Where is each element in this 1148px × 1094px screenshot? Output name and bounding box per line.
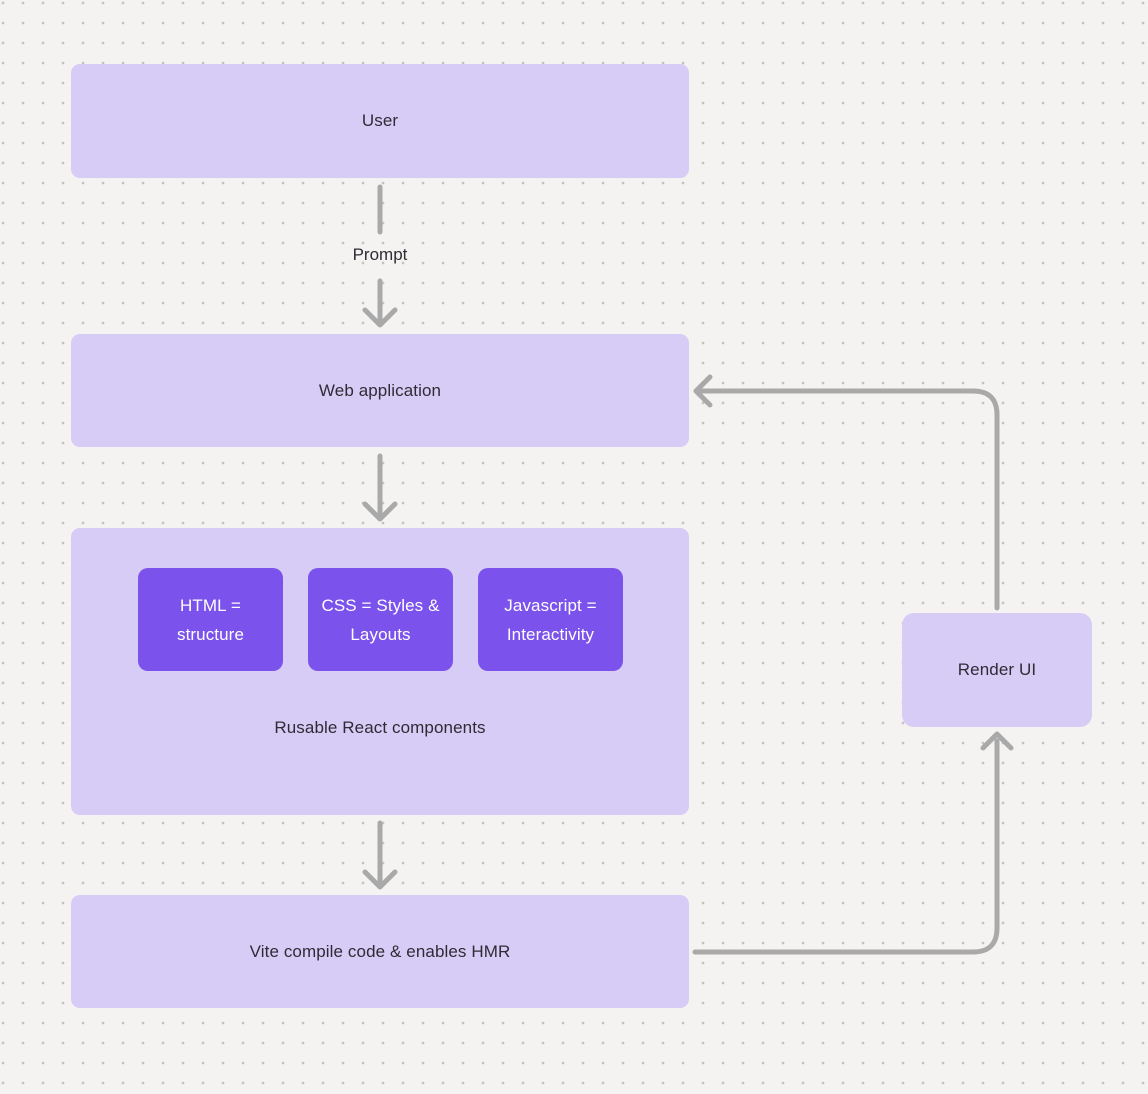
components-group-caption: Rusable React components xyxy=(274,718,486,737)
edge-prompt-to-webapp-arrowhead xyxy=(362,307,398,328)
edge-vite-to-renderui xyxy=(692,738,1000,955)
node-vite-label: Vite compile code & enables HMR xyxy=(249,941,511,961)
edge-renderui-to-webapp-arrowhead xyxy=(693,374,713,408)
chip-css: CSS = Styles & Layouts xyxy=(308,568,453,671)
node-web-application-label: Web application xyxy=(318,380,442,400)
chip-html: HTML = structure xyxy=(138,568,283,671)
edge-vite-to-renderui-arrowhead xyxy=(980,731,1014,751)
chip-javascript: Javascript = Interactivity xyxy=(478,568,623,671)
edge-group-to-vite-arrowhead xyxy=(362,869,398,890)
node-user-label: User xyxy=(361,111,399,130)
node-render-ui-label: Render UI xyxy=(957,660,1037,679)
edge-renderui-to-webapp xyxy=(699,388,1000,611)
edge-label-prompt: Prompt xyxy=(352,245,408,264)
node-components-group: HTML = structure CSS = Styles & Layouts … xyxy=(71,528,689,815)
node-user: User xyxy=(71,64,689,178)
edge-webapp-to-group-arrowhead xyxy=(362,501,398,522)
node-render-ui: Render UI xyxy=(902,613,1092,727)
components-chip-row: HTML = structure CSS = Styles & Layouts … xyxy=(138,568,623,671)
node-web-application: Web application xyxy=(71,334,689,447)
node-vite: Vite compile code & enables HMR xyxy=(71,895,689,1008)
